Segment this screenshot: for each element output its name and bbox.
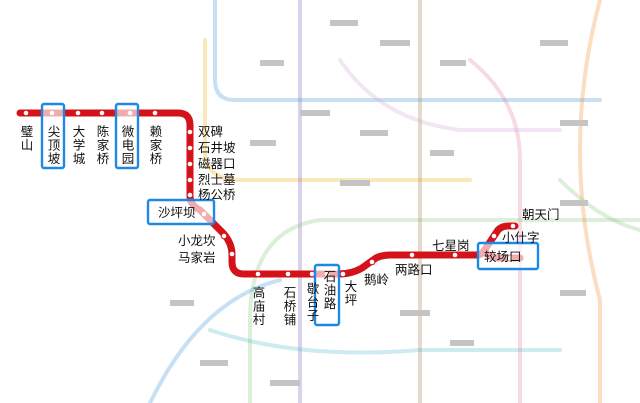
station-label-ciqikou: 磁器口 — [198, 156, 236, 171]
station-dot-shuangbei — [186, 128, 194, 136]
station-dot-xiaoshizi — [490, 232, 498, 240]
station-label-shiqiaopu: 石桥铺 — [282, 286, 297, 327]
highlight-weidianyuan — [114, 102, 140, 170]
station-dot-qixinggang — [451, 251, 459, 259]
station-label-lieshimu: 烈士墓 — [198, 172, 236, 187]
station-label-daxuecheng: 大学城 — [71, 125, 86, 166]
station-dot-bishan — [22, 109, 30, 117]
station-label-bishan: 璧山 — [19, 124, 34, 152]
station-dot-xiaolongkan — [220, 232, 228, 240]
station-label-jiandingpo: 尖顶坡 — [46, 125, 61, 166]
highlight-jiandingpo — [40, 102, 66, 170]
background-labels — [170, 20, 588, 386]
station-dot-daping — [339, 270, 347, 278]
station-label-shuangbei: 双碑 — [198, 124, 223, 139]
station-dot-daxuecheng — [74, 109, 82, 117]
station-label-xiaolongkan: 小龙坎 — [178, 233, 216, 248]
highlight-shapingba — [146, 198, 216, 226]
station-dot-lianglukou — [408, 251, 416, 259]
station-label-xietaizi: 歇台子 — [305, 282, 320, 323]
station-dot-chenjiaqiao — [98, 109, 106, 117]
station-label-yanggongqiao: 杨公桥 — [198, 187, 236, 202]
station-label-shapingba: 沙坪坝 — [158, 205, 196, 220]
station-dot-shijingpo — [186, 144, 194, 152]
station-label-qixinggang: 七星岗 — [432, 238, 470, 253]
station-label-chaotianmen: 朝天门 — [522, 207, 560, 222]
station-dot-eling — [368, 258, 376, 266]
station-label-laijiaqiao: 赖家桥 — [148, 125, 163, 166]
station-label-majiayan: 马家岩 — [178, 250, 216, 265]
station-label-xiaoshizi: 小什字 — [502, 230, 540, 245]
station-dot-laijiaqiao — [151, 109, 159, 117]
background-network — [148, 0, 640, 403]
station-dot-gaomiaocun — [254, 270, 262, 278]
station-label-eling: 鹅岭 — [364, 272, 389, 287]
station-label-jiaochangkou: 较场口 — [484, 249, 522, 264]
highlight-shiyoulu — [313, 263, 341, 327]
station-dot-chaotianmen — [509, 222, 517, 230]
station-label-shijingpo: 石井坡 — [198, 140, 236, 155]
station-label-daping: 大坪 — [343, 280, 358, 307]
station-label-lianglukou: 两路口 — [395, 262, 433, 277]
station-label-weidianyuan: 微电园 — [120, 125, 135, 166]
station-label-gaomiaocun: 高庙村 — [251, 285, 266, 327]
station-dot-majiayan — [228, 250, 236, 258]
station-label-shiyoulu: 石油路 — [322, 270, 337, 311]
station-dot-lieshimu — [186, 176, 194, 184]
station-labels: 璧山 尖顶坡 大学城 陈家桥 微电园 赖家桥 双碑 石井坡 磁器口 烈士墓 杨公… — [19, 124, 560, 327]
highlight-boxes — [40, 102, 540, 327]
station-dot-ciqikou — [186, 160, 194, 168]
highlight-jiaochangkou — [476, 241, 540, 271]
station-label-chenjiaqiao: 陈家桥 — [95, 124, 110, 166]
station-dot-shiqiaopu — [284, 270, 292, 278]
station-dot-yanggongqiao — [186, 191, 194, 199]
